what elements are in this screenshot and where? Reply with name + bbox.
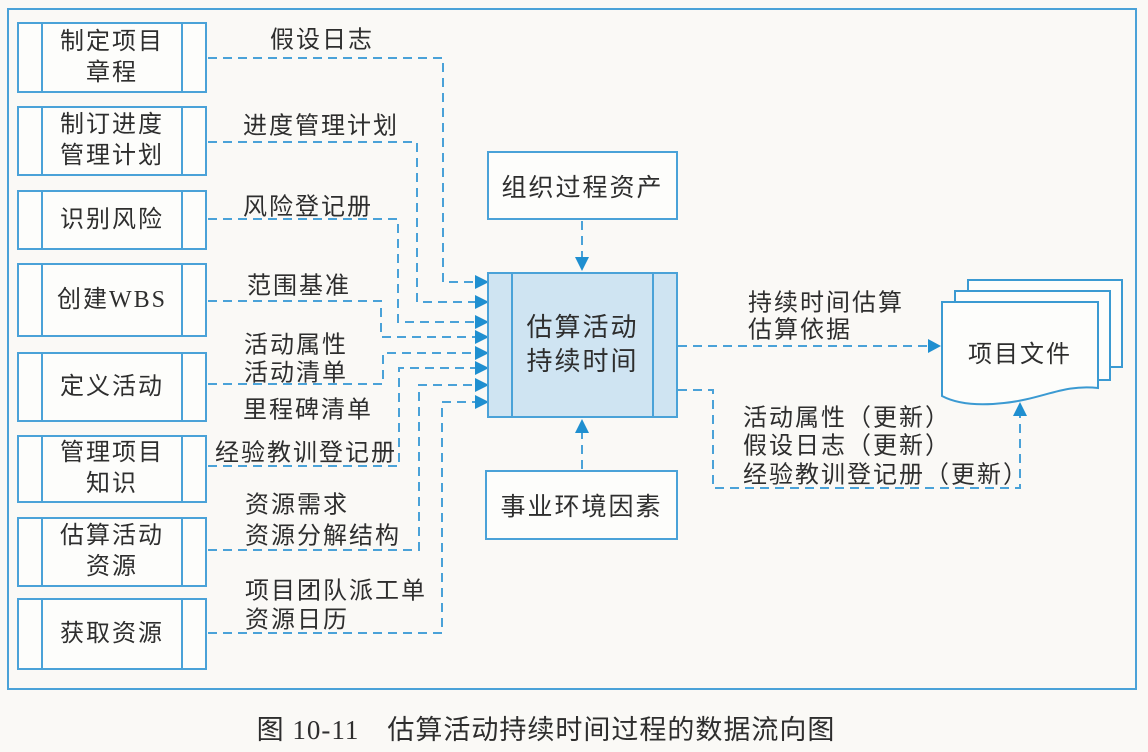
arrowhead-eef-up xyxy=(575,419,589,433)
source-box-define-activities: 定义活动 xyxy=(17,352,207,422)
process-box-inner-line xyxy=(181,519,183,585)
source-box-manage-knowledge: 管理项目 知识 xyxy=(17,435,207,503)
center-process-label: 估算活动 xyxy=(526,313,639,342)
center-process-box: 估算活动 持续时间 xyxy=(487,272,678,418)
flow-label-activity-attributes-update: 活动属性（更新） xyxy=(743,405,951,432)
source-box-create-wbs: 创建WBS xyxy=(17,263,207,337)
arrowhead-in-8 xyxy=(475,395,489,409)
source-box-label: 资源 xyxy=(86,554,138,580)
arrowhead-in-1 xyxy=(475,275,489,289)
source-box-label: 识别风险 xyxy=(60,206,164,233)
document-stack-icon xyxy=(941,279,1123,406)
figure-caption: 图 10-11 估算活动持续时间过程的数据流向图 xyxy=(256,715,836,745)
flow-label-resource-breakdown: 资源分解结构 xyxy=(245,523,401,550)
arrowhead-in-4 xyxy=(475,330,489,344)
process-box-inner-line xyxy=(41,354,43,420)
process-box-inner-line xyxy=(181,108,183,174)
source-box-label: 制订进度 xyxy=(60,112,164,138)
arrowhead-in-2 xyxy=(475,295,489,309)
arrowhead-opa-down xyxy=(575,257,589,271)
source-box-label: 知识 xyxy=(86,471,138,497)
source-box-label: 创建WBS xyxy=(56,286,167,313)
opa-box: 组织过程资产 xyxy=(487,151,678,220)
flow-label-assumption-log: 假设日志 xyxy=(270,27,374,54)
eef-box-label: 事业环境因素 xyxy=(500,494,663,521)
flow-label-lessons-learned-update: 经验教训登记册（更新） xyxy=(743,462,1029,489)
flow-label-basis-of-estimates: 估算依据 xyxy=(748,317,852,344)
flow-label-assumption-log-update: 假设日志（更新） xyxy=(743,433,951,460)
flow-line-scope-baseline xyxy=(208,300,476,338)
flow-label-team-assignments: 项目团队派工单 xyxy=(245,578,427,605)
process-box-inner-line xyxy=(181,354,183,420)
flow-label-lessons-learned-register: 经验教训登记册 xyxy=(215,440,397,467)
process-box-inner-line xyxy=(41,265,43,335)
process-box-inner-line xyxy=(181,265,183,335)
arrowhead-in-5 xyxy=(475,346,489,360)
process-box-inner-line xyxy=(41,108,43,174)
source-box-acquire-resources: 获取资源 xyxy=(17,598,207,670)
input-flow-lines xyxy=(208,57,1021,634)
flow-label-resource-requirements: 资源需求 xyxy=(245,492,349,519)
flow-label-activity-list: 活动清单 xyxy=(244,360,348,387)
flow-label-activity-attributes: 活动属性 xyxy=(244,332,348,359)
process-box-inner-line xyxy=(511,274,513,416)
flow-label-scope-baseline: 范围基准 xyxy=(247,273,351,300)
source-box-label: 定义活动 xyxy=(60,373,164,400)
process-box-inner-line xyxy=(41,24,43,91)
process-box-inner-line xyxy=(41,519,43,585)
flow-line-team-assignments xyxy=(208,401,476,634)
center-process-label: 持续时间 xyxy=(526,347,639,376)
source-box-label: 制定项目 xyxy=(60,28,164,55)
document-store-label: 项目文件 xyxy=(968,342,1072,368)
source-box-estimate-resources: 估算活动 资源 xyxy=(17,517,207,587)
arrowhead-in-6 xyxy=(475,361,489,375)
source-box-develop-schedule-plan: 制订进度 管理计划 xyxy=(17,106,207,176)
diagram-border xyxy=(7,8,1137,690)
flow-line-risk-register xyxy=(208,218,476,323)
flow-line-assumption-log xyxy=(208,57,476,283)
arrowhead-in-3 xyxy=(475,315,489,329)
flow-line-resource-reqs xyxy=(208,384,476,551)
process-box-inner-line xyxy=(41,192,43,248)
source-box-identify-risks: 识别风险 xyxy=(17,190,207,250)
source-box-label: 管理项目 xyxy=(60,440,164,466)
process-box-inner-line xyxy=(181,437,183,501)
process-box-inner-line xyxy=(41,600,43,668)
source-box-label: 估算活动 xyxy=(60,523,164,549)
source-box-label: 获取资源 xyxy=(60,620,164,647)
arrowheads xyxy=(475,257,941,433)
source-box-label: 管理计划 xyxy=(60,143,164,169)
flow-line-schedule-plan xyxy=(208,141,476,303)
flow-line-updates xyxy=(678,389,1021,489)
flow-label-resource-calendars: 资源日历 xyxy=(245,607,349,634)
source-box-develop-charter: 制定项目 章程 xyxy=(17,22,207,93)
arrowhead-updates-up xyxy=(1013,402,1027,416)
flow-label-milestone-list: 里程碑清单 xyxy=(243,397,373,424)
arrowhead-to-docs xyxy=(928,339,941,353)
process-box-inner-line xyxy=(181,600,183,668)
process-box-inner-line xyxy=(652,274,654,416)
flow-label-risk-register: 风险登记册 xyxy=(243,194,373,221)
process-box-inner-line xyxy=(181,192,183,248)
flow-label-duration-estimates: 持续时间估算 xyxy=(748,290,904,317)
eef-box: 事业环境因素 xyxy=(485,470,678,540)
arrowhead-in-7 xyxy=(475,378,489,392)
process-box-inner-line xyxy=(181,24,183,91)
flow-line-lessons-learned xyxy=(208,367,476,467)
opa-box-label: 组织过程资产 xyxy=(501,174,664,202)
document-page-front xyxy=(941,301,1099,406)
flow-label-schedule-plan: 进度管理计划 xyxy=(243,113,399,140)
source-box-label: 章程 xyxy=(86,59,138,86)
process-box-inner-line xyxy=(41,437,43,501)
